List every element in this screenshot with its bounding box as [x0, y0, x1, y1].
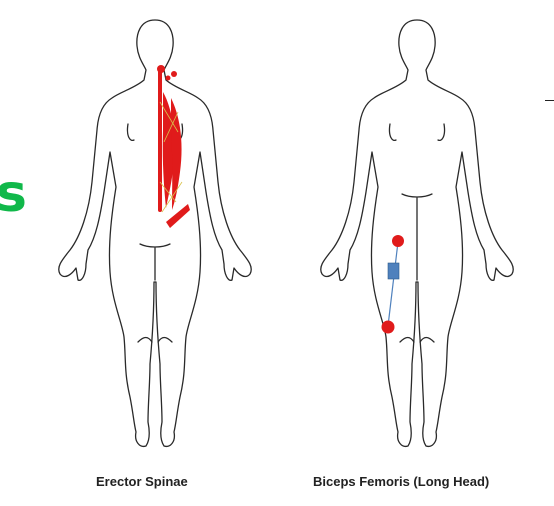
body-outline	[321, 20, 514, 446]
origin-dot-neck	[157, 65, 165, 73]
muscle-line	[388, 242, 398, 326]
sacral-attachment	[166, 204, 190, 228]
body-back-figure-erector-spinae	[40, 12, 270, 457]
partial-green-letter: s	[0, 168, 27, 220]
body-outline	[59, 20, 252, 446]
muscle-belly-marker	[388, 263, 399, 279]
origin-dot-upper	[171, 71, 177, 77]
erector-spinae-muscle	[157, 65, 190, 228]
body-back-figure-biceps-femoris	[302, 12, 532, 457]
biceps-femoris-muscle	[382, 235, 405, 334]
caption-biceps-femoris: Biceps Femoris (Long Head)	[313, 474, 489, 489]
edge-tick-mark	[545, 100, 554, 101]
origin-dot-mid	[166, 76, 171, 81]
caption-erector-spinae: Erector Spinae	[96, 474, 188, 489]
origin-point-ischial-tuberosity	[392, 235, 404, 247]
insertion-point-fibular-head	[382, 321, 395, 334]
